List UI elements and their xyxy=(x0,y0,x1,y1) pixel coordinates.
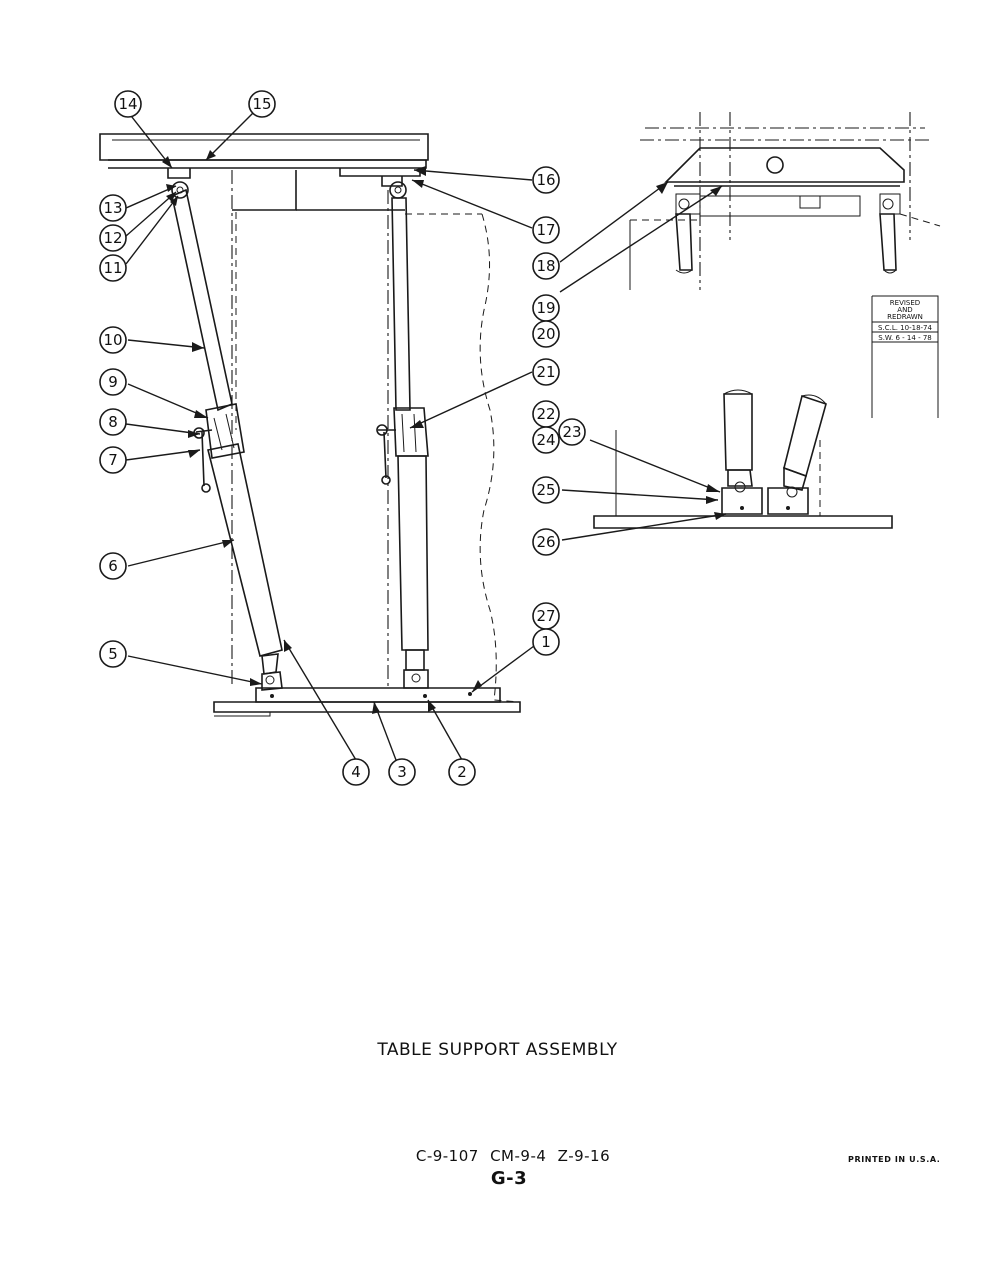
callout-17: 17 xyxy=(532,216,560,244)
callout-27: 27 xyxy=(532,602,560,630)
svg-text:9: 9 xyxy=(108,373,118,391)
detail-view-top xyxy=(629,112,941,290)
callout-11: 11 xyxy=(99,254,127,282)
callout-4: 4 xyxy=(342,758,370,786)
rev-line-sw: S.W. 6 - 14 - 78 xyxy=(878,334,931,342)
callout-10: 10 xyxy=(99,326,127,354)
svg-text:1: 1 xyxy=(541,633,551,651)
callout-9: 9 xyxy=(99,368,127,396)
callout-19: 19 xyxy=(532,294,560,322)
rev-line-and: AND xyxy=(897,306,912,314)
detail-view-bottom xyxy=(593,389,893,529)
callout-15: 15 xyxy=(248,90,276,118)
svg-text:4: 4 xyxy=(351,763,361,781)
svg-text:16: 16 xyxy=(536,171,555,189)
svg-text:27: 27 xyxy=(536,607,555,625)
printed-note: PRINTED IN U.S.A. xyxy=(848,1155,941,1164)
svg-text:17: 17 xyxy=(536,221,555,239)
svg-text:18: 18 xyxy=(536,257,555,275)
svg-text:24: 24 xyxy=(536,431,555,449)
callout-24: 24 xyxy=(532,426,560,454)
callout-5: 5 xyxy=(99,640,127,668)
svg-text:26: 26 xyxy=(536,533,555,551)
callout-7: 7 xyxy=(99,446,127,474)
svg-text:5: 5 xyxy=(108,645,118,663)
rev-line-redrawn: REDRAWN xyxy=(887,313,923,321)
main-view xyxy=(99,133,521,717)
revision-block: REVISED AND REDRAWN S.C.L. 10-18-74 S.W.… xyxy=(871,295,939,418)
callout-2: 2 xyxy=(448,758,476,786)
page-number: G-3 xyxy=(490,1168,528,1189)
svg-text:11: 11 xyxy=(103,259,122,277)
svg-text:10: 10 xyxy=(103,331,122,349)
leader-lines xyxy=(125,111,727,761)
svg-text:20: 20 xyxy=(536,325,555,343)
svg-text:7: 7 xyxy=(108,451,118,469)
svg-text:2: 2 xyxy=(457,763,467,781)
callout-14: 14 xyxy=(114,90,142,118)
rev-line-scl: S.C.L. 10-18-74 xyxy=(878,324,932,332)
callout-1: 1 xyxy=(532,628,560,656)
callout-26: 26 xyxy=(532,528,560,556)
svg-text:25: 25 xyxy=(536,481,555,499)
svg-text:21: 21 xyxy=(536,363,555,381)
drawing-title: TABLE SUPPORT ASSEMBLY xyxy=(377,1040,618,1060)
callout-16: 16 xyxy=(532,166,560,194)
rev-line-revised: REVISED xyxy=(890,299,920,307)
callout-25: 25 xyxy=(532,476,560,504)
svg-text:22: 22 xyxy=(536,405,555,423)
callouts: 14 15 13 12 11 10 9 8 7 6 5 4 3 2 27 1 1… xyxy=(99,90,586,786)
svg-text:8: 8 xyxy=(108,413,118,431)
svg-text:23: 23 xyxy=(562,423,581,441)
svg-text:13: 13 xyxy=(103,199,122,217)
callout-20: 20 xyxy=(532,320,560,348)
svg-text:15: 15 xyxy=(252,95,271,113)
drawing-references: C-9-107 CM-9-4 Z-9-16 xyxy=(415,1147,611,1165)
svg-text:14: 14 xyxy=(118,95,137,113)
svg-text:3: 3 xyxy=(397,763,407,781)
callout-23: 23 xyxy=(558,418,586,446)
callout-8: 8 xyxy=(99,408,127,436)
callout-13: 13 xyxy=(99,194,127,222)
callout-21: 21 xyxy=(532,358,560,386)
callout-6: 6 xyxy=(99,552,127,580)
callout-22: 22 xyxy=(532,400,560,428)
callout-18: 18 xyxy=(532,252,560,280)
svg-text:19: 19 xyxy=(536,299,555,317)
left-strut xyxy=(171,181,283,691)
callout-12: 12 xyxy=(99,224,127,252)
callout-3: 3 xyxy=(388,758,416,786)
svg-text:12: 12 xyxy=(103,229,122,247)
right-strut xyxy=(376,181,429,689)
svg-text:6: 6 xyxy=(108,557,118,575)
